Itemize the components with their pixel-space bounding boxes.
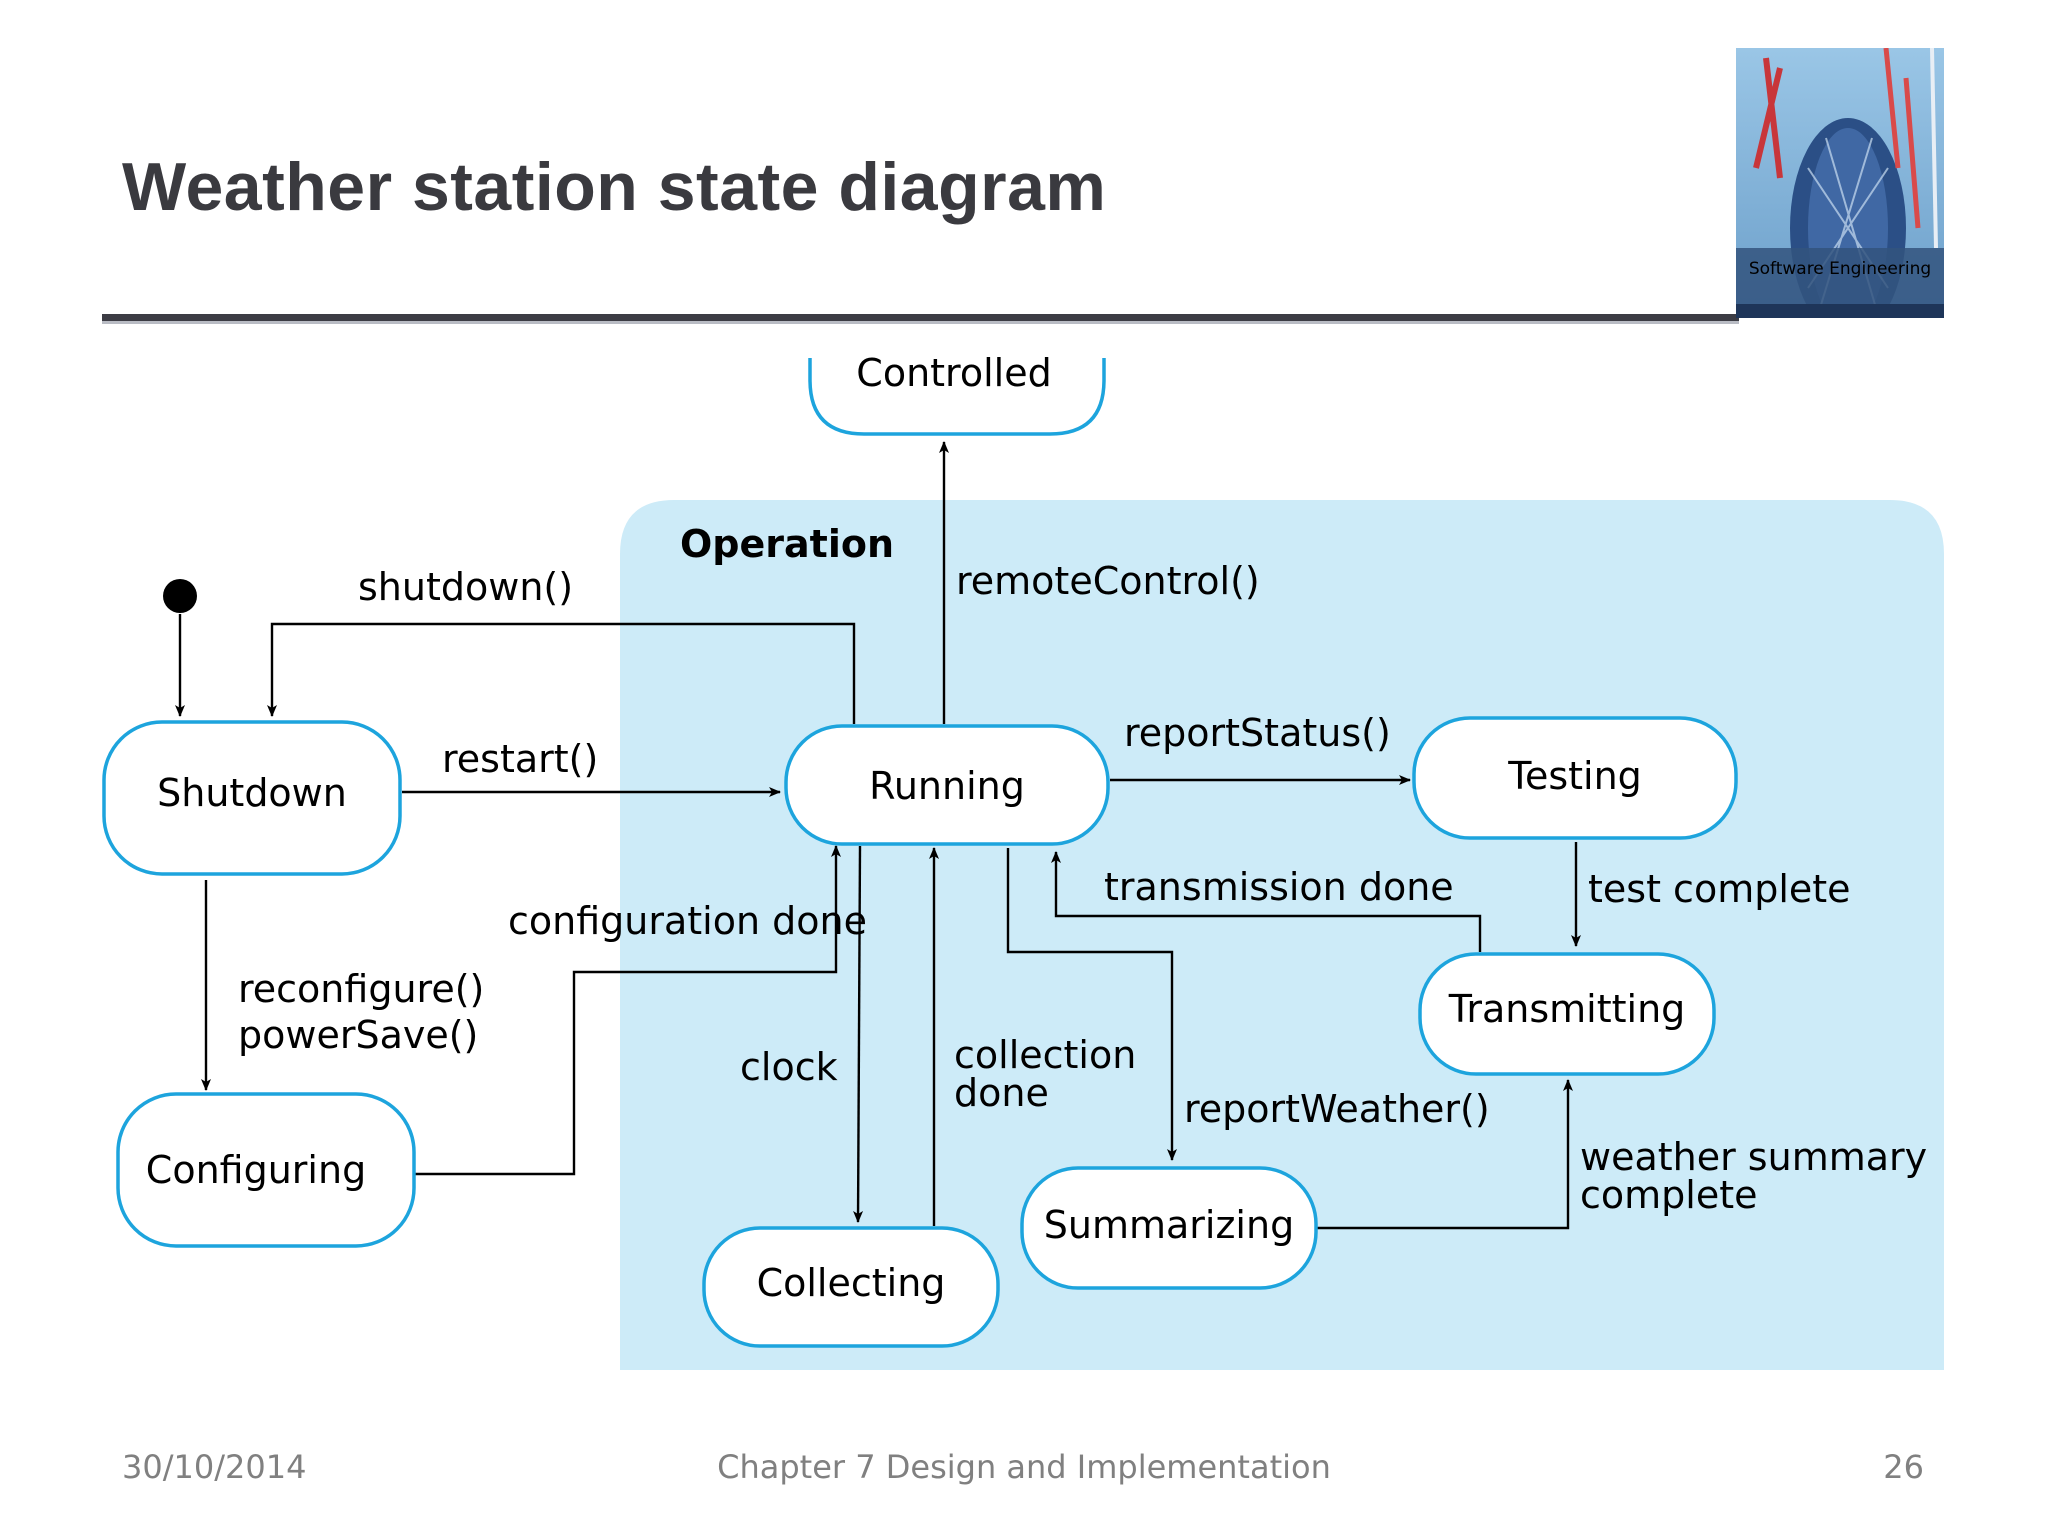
state-testing-label: Testing [1507, 754, 1642, 798]
clock-arrow [853, 845, 864, 1223]
label-remote-control: remoteControl() [956, 559, 1260, 603]
state-controlled-label: Controlled [856, 351, 1051, 395]
footer-chapter: Chapter 7 Design and Implementation [717, 1448, 1331, 1486]
label-weather-summary-line2: complete [1580, 1173, 1758, 1217]
state-transmitting-label: Transmitting [1448, 987, 1686, 1031]
operation-label: Operation [680, 522, 894, 566]
footer-date: 30/10/2014 [122, 1448, 307, 1486]
label-report-weather: reportWeather() [1184, 1087, 1490, 1131]
state-collecting [702, 1226, 1000, 1348]
label-reconfigure: reconfigure() [238, 967, 484, 1011]
state-configuring [116, 1092, 416, 1248]
label-weather-summary-line1: weather summary [1580, 1135, 1927, 1179]
report-weather-arrow [1006, 848, 1177, 1161]
state-summarizing-label: Summarizing [1044, 1203, 1294, 1247]
state-configuring-label: Configuring [146, 1148, 366, 1192]
label-power-save: powerSave() [238, 1013, 478, 1057]
book-cover-image: Software Engineering [1736, 48, 1944, 318]
label-test-complete: test complete [1588, 867, 1851, 911]
label-shutdown: shutdown() [358, 565, 573, 609]
label-collection-done-line1: collection [954, 1033, 1136, 1077]
label-configuration-done: configuration done [508, 899, 867, 943]
state-collecting-label: Collecting [757, 1261, 946, 1305]
label-restart: restart() [442, 737, 598, 781]
weather-summary-arrow [1316, 1079, 1573, 1230]
shutdown-transition-arrow [267, 622, 856, 724]
book-cover-graphic: Software Engineering [1736, 48, 1944, 318]
state-running-label: Running [869, 764, 1025, 808]
book-cover-caption: Software Engineering [1749, 259, 1931, 279]
title-rule [102, 314, 1739, 321]
initial-state-dot [163, 579, 197, 613]
label-collection-done-line2: done [954, 1071, 1049, 1115]
state-running [784, 724, 1110, 846]
configuration-done-arrow [414, 845, 841, 1176]
state-controlled [808, 358, 1106, 436]
label-clock: clock [740, 1045, 838, 1089]
state-testing [1412, 716, 1738, 840]
state-shutdown-label: Shutdown [157, 771, 347, 815]
label-transmission-done: transmission done [1104, 865, 1454, 909]
state-shutdown [102, 720, 402, 876]
slide-title: Weather station state diagram [122, 149, 1107, 225]
transmission-done-arrow [1051, 851, 1482, 952]
state-summarizing [1020, 1166, 1318, 1290]
label-report-status: reportStatus() [1124, 711, 1391, 755]
footer-page-number: 26 [1883, 1448, 1924, 1486]
state-transmitting [1418, 952, 1716, 1076]
